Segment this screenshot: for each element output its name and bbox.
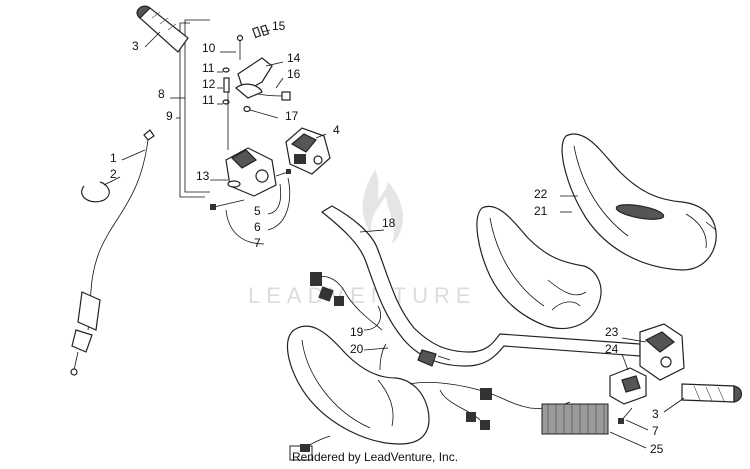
callout-c11b: 11: [202, 93, 215, 107]
screw-small: [275, 169, 291, 177]
throttle-housing: [210, 147, 277, 197]
leaders-5-6-7: [225, 177, 291, 245]
callout-c23: 23: [605, 325, 619, 339]
watermark-text: LEADVENTURE: [248, 283, 477, 308]
callout-c5: 5: [254, 204, 261, 218]
callout-c9: 9: [166, 109, 173, 123]
callout-c3a: 3: [132, 39, 139, 53]
callout-c22: 22: [534, 187, 548, 201]
switch-housing-right: [609, 323, 685, 405]
callout-c12: 12: [202, 77, 216, 91]
heater-element: [541, 403, 647, 449]
callout-c3b: 3: [652, 407, 659, 421]
callout-c10: 10: [202, 41, 216, 55]
callout-c16: 16: [287, 67, 301, 81]
callout-c8: 8: [158, 87, 165, 101]
callout-c20: 20: [350, 342, 364, 356]
grip-cover-middle: [476, 205, 602, 330]
callout-c4: 4: [333, 123, 340, 137]
grip-cover-top: [560, 133, 717, 271]
ring-clip: [81, 176, 121, 203]
hardware-cluster: [217, 24, 291, 150]
callout-c11a: 11: [202, 61, 215, 75]
switch-housing-left: [285, 127, 331, 175]
callout-c6: 6: [254, 220, 261, 234]
grip-cover-left: [286, 325, 430, 445]
callout-c7a: 7: [254, 236, 261, 250]
callout-c2: 2: [110, 167, 117, 181]
screw-left: [210, 199, 245, 210]
callout-c17: 17: [285, 109, 299, 123]
throttle-cable: [70, 129, 155, 376]
callout-c7b: 7: [652, 424, 659, 438]
callout-c24: 24: [605, 342, 619, 356]
grip-left: [136, 5, 189, 53]
credit-text: Rendered by LeadVenture, Inc.: [291, 450, 459, 464]
callout-c25: 25: [650, 442, 664, 456]
wire-harness-upper: [310, 272, 383, 331]
bracket-8-9: [170, 19, 210, 198]
watermark: LEADVENTURE: [248, 170, 477, 308]
callout-c13: 13: [196, 169, 210, 183]
screw-right: [618, 407, 649, 431]
callout-c19: 19: [350, 325, 364, 339]
grip-right: [663, 383, 743, 413]
callout-c15: 15: [272, 19, 286, 33]
wire-harness-lower: [289, 382, 571, 461]
callout-c1: 1: [110, 151, 117, 165]
callout-c21: 21: [534, 204, 548, 218]
callout-c18: 18: [382, 216, 396, 230]
callout-labels: 1234567891011121113141516171819202122232…: [110, 19, 664, 456]
callout-c14: 14: [287, 51, 301, 65]
